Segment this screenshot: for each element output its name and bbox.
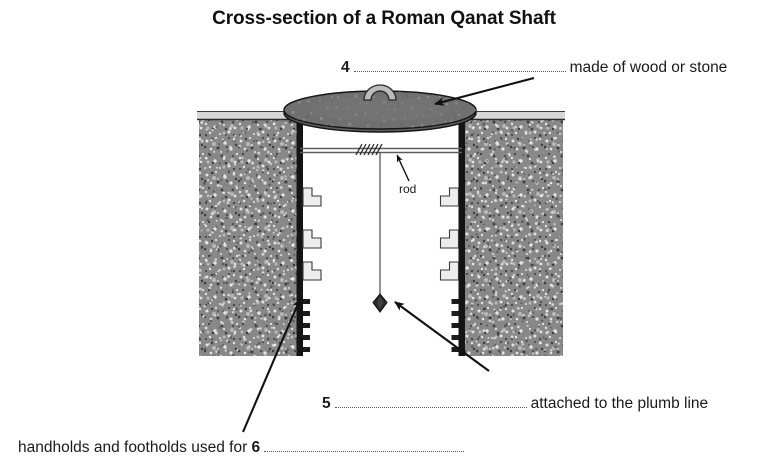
label-cover-number: 4 xyxy=(341,59,350,77)
rod-spring-coil xyxy=(355,143,383,156)
label-rod: rod xyxy=(399,182,416,196)
wall-notches-left xyxy=(303,299,310,352)
shaft-cover-disc xyxy=(283,90,477,133)
rock-mass-left xyxy=(199,119,301,356)
label-rod-text: rod xyxy=(399,182,417,196)
wall-notches-right xyxy=(451,299,459,352)
plumb-bob-leader-arrow xyxy=(394,301,490,372)
rod-leader-arrow xyxy=(396,154,410,182)
page-title: Cross-section of a Roman Qanat Shaft xyxy=(212,8,556,29)
label-footholds-dots xyxy=(264,440,465,453)
shaft-wall-right xyxy=(458,113,465,356)
footholds-leader-arrow xyxy=(242,298,301,433)
label-plumb-bob-number: 5 xyxy=(322,395,331,413)
label-footholds: handholds and footholds used for 6 xyxy=(18,440,468,456)
rock-mass-right xyxy=(462,119,563,356)
label-plumb-bob-dots xyxy=(334,396,527,409)
label-plumb-bob: 5 attached to the plumb line xyxy=(322,396,708,412)
label-footholds-text: handholds and footholds used for xyxy=(18,439,248,457)
label-cover-text: made of wood or stone xyxy=(569,59,728,77)
label-cover: 4 made of wood or stone xyxy=(341,60,727,76)
shaft-wall-left xyxy=(296,113,303,356)
label-cover-dots xyxy=(353,60,566,73)
label-footholds-number: 6 xyxy=(251,439,261,457)
ground-surface-band xyxy=(197,110,565,121)
cover-handle xyxy=(363,84,397,101)
label-plumb-bob-text: attached to the plumb line xyxy=(530,395,709,413)
cover-leader-arrow xyxy=(434,76,535,106)
handholds-left xyxy=(302,187,322,281)
handholds-right xyxy=(439,187,460,281)
plumb-bob xyxy=(372,293,388,313)
horizontal-rod xyxy=(300,147,462,154)
